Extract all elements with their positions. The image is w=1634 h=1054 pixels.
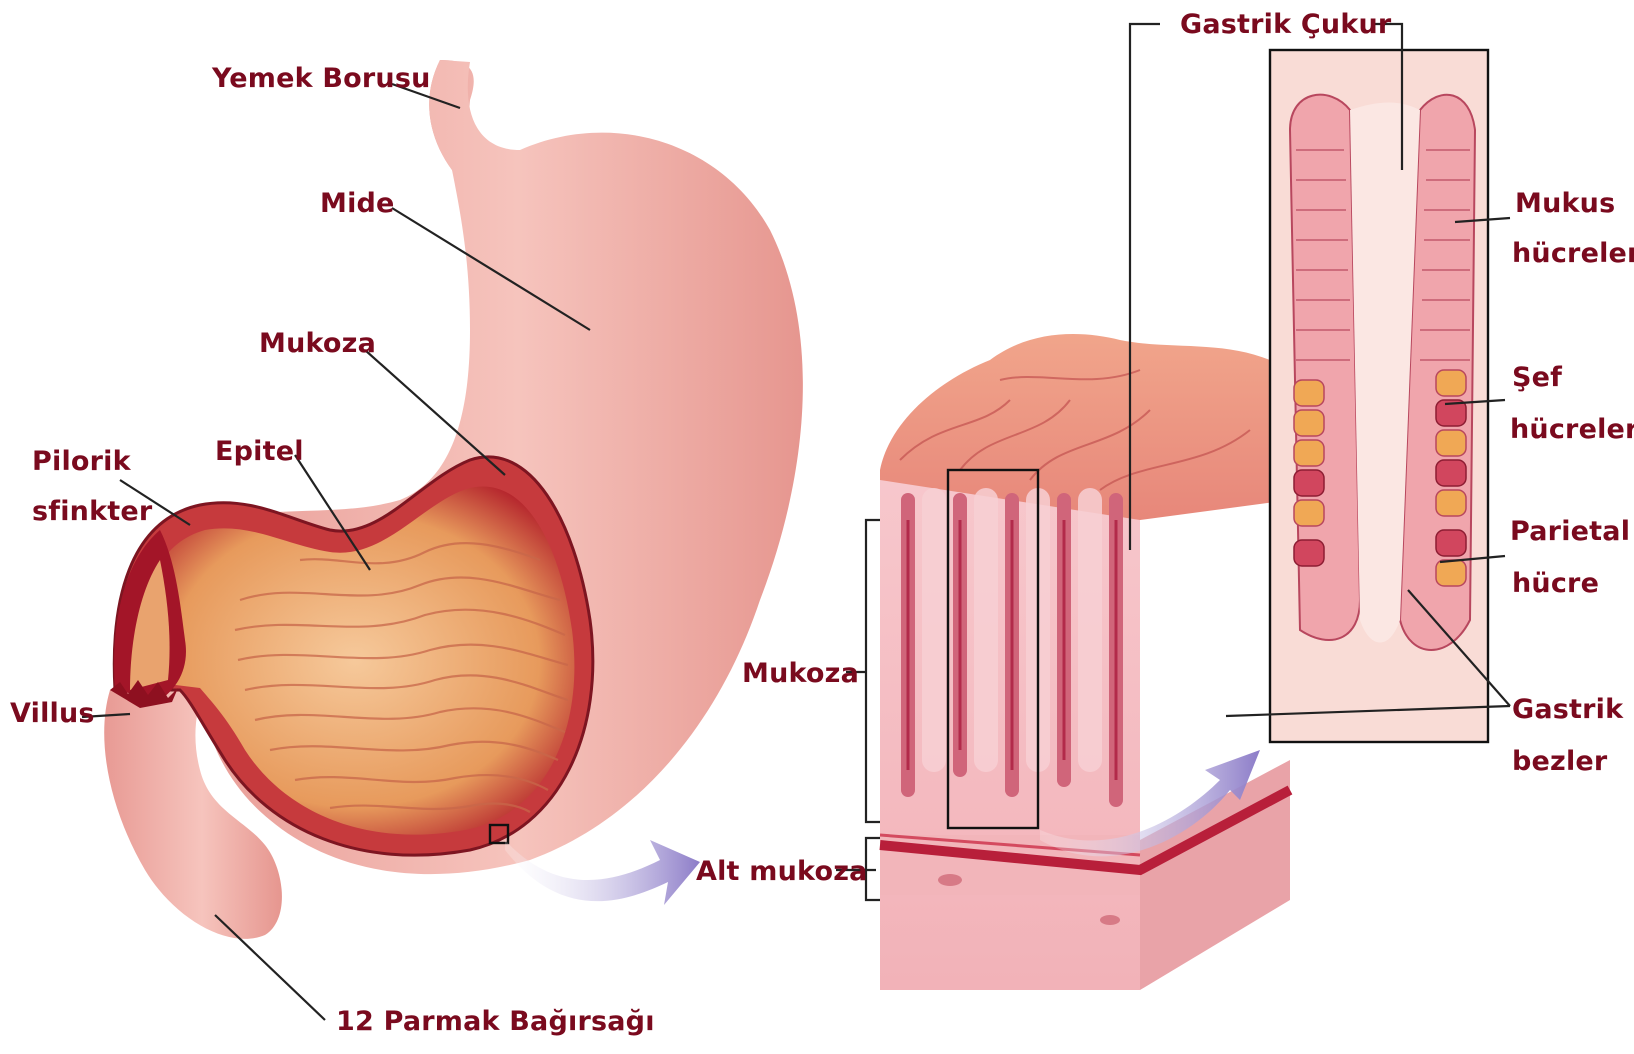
- label-sfinkter: sfinkter: [32, 496, 153, 527]
- label-sef-hucreleri: hücreleri: [1510, 414, 1634, 445]
- label-pilorik: Pilorik: [32, 446, 132, 477]
- label-parietal: Parietal: [1510, 516, 1630, 547]
- label-mukus-hucreleri: hücreleri: [1512, 238, 1634, 269]
- label-mukoza-stomach: Mukoza: [259, 328, 376, 359]
- label-parietal-hucre: hücre: [1512, 568, 1599, 599]
- label-12-parmak-bagirsagi: 12 Parmak Bağırsağı: [336, 1006, 655, 1037]
- mucosa-tissue-block: [880, 334, 1290, 990]
- label-gastrik: Gastrik: [1512, 694, 1624, 725]
- label-alt-mukoza: Alt mukoza: [696, 856, 868, 887]
- label-mide: Mide: [320, 188, 395, 219]
- label-sef: Şef: [1512, 362, 1562, 393]
- label-mukoza-tissue: Mukoza: [742, 658, 859, 689]
- gastric-pit-zoom: [1270, 50, 1488, 742]
- label-mukus: Mukus: [1515, 188, 1615, 219]
- label-gastrik-bezler: bezler: [1512, 746, 1608, 777]
- label-villus: Villus: [10, 698, 95, 729]
- label-yemek-borusu: Yemek Borusu: [211, 63, 431, 94]
- stomach-illustration: [104, 60, 803, 939]
- label-epitel: Epitel: [215, 436, 304, 467]
- label-gastrik-cukur: Gastrik Çukur: [1180, 9, 1392, 40]
